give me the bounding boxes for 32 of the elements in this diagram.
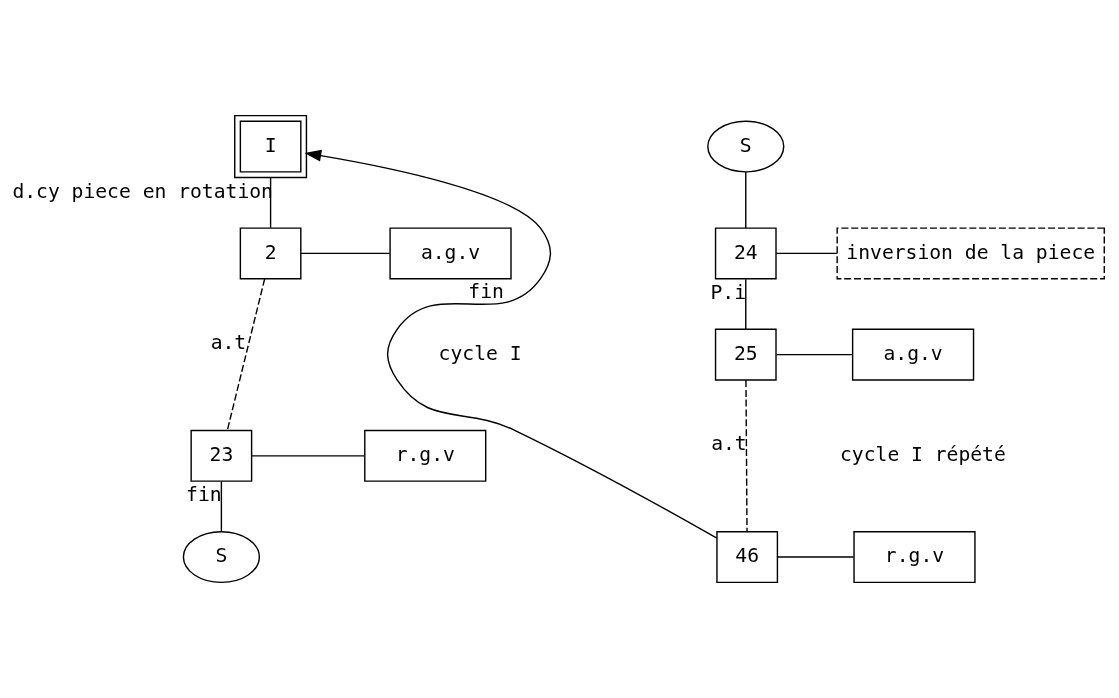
label: cycle I répété — [840, 443, 1006, 467]
connector — [745, 379, 748, 533]
connector — [775, 252, 838, 255]
edge-label: fin — [186, 483, 222, 507]
connector — [226, 278, 266, 431]
node-ellipse: S — [707, 120, 785, 173]
edge-label: d.cy piece en rotation — [12, 179, 273, 203]
node-box: a.g.v — [851, 328, 975, 381]
edge-label: a.t — [711, 432, 747, 456]
node-box: r.g.v — [853, 531, 976, 584]
node-box: 25 — [714, 328, 777, 381]
node-box: inversion de la piece — [836, 227, 1105, 280]
node-ellipse: S — [182, 531, 261, 584]
node-box: 2 — [239, 227, 302, 280]
edge-label: P.i — [710, 280, 746, 304]
node-box: 46 — [716, 531, 779, 584]
connector — [300, 252, 391, 255]
connector — [745, 278, 747, 330]
arrow — [304, 149, 718, 539]
edge-label: fin — [468, 279, 504, 303]
edge-label: a.t — [210, 331, 247, 355]
connector — [777, 556, 855, 558]
node-box: 24 — [714, 227, 777, 280]
connector — [250, 455, 365, 457]
connector — [745, 171, 747, 229]
node-box: a.g.v — [389, 227, 512, 280]
node-box: I — [234, 114, 308, 179]
connector — [775, 353, 853, 356]
node-box: r.g.v — [364, 429, 487, 482]
label: cycle I — [438, 341, 522, 365]
node-box: 23 — [190, 429, 253, 482]
connector — [220, 480, 223, 533]
